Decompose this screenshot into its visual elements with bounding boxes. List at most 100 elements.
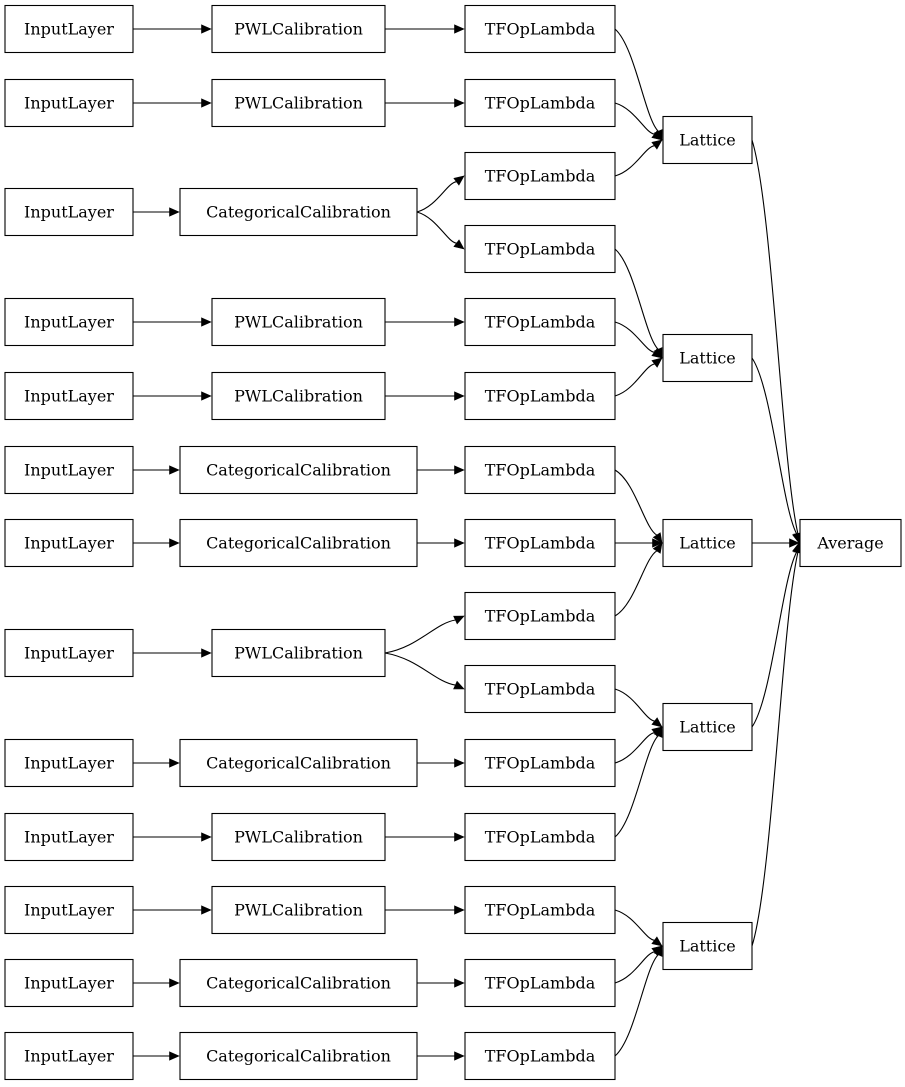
node-box-lam12[interactable] (464, 885, 616, 935)
node-box-lam10[interactable] (464, 738, 616, 788)
node-in4[interactable]: InputLayer (4, 371, 134, 421)
node-box-lam8[interactable] (464, 591, 616, 641)
node-box-cal4[interactable] (211, 371, 386, 421)
node-lam11[interactable]: TFOpLambda (464, 812, 616, 862)
node-box-lam1[interactable] (464, 78, 616, 128)
node-box-lat0[interactable] (662, 115, 753, 165)
node-lam13[interactable]: TFOpLambda (464, 958, 616, 1008)
node-box-cal6[interactable] (179, 518, 418, 568)
node-box-lat4[interactable] (662, 921, 753, 971)
node-box-lam9[interactable] (464, 664, 616, 714)
node-box-lam13[interactable] (464, 958, 616, 1008)
node-lam12[interactable]: TFOpLambda (464, 885, 616, 935)
node-cal3[interactable]: PWLCalibration (211, 297, 386, 347)
edge-in7-to-cal7 (133, 648, 212, 658)
node-label-lam14: TFOpLambda (485, 1047, 596, 1066)
node-lat4[interactable]: Lattice (662, 921, 753, 971)
node-in11[interactable]: InputLayer (4, 958, 134, 1008)
node-box-lam5[interactable] (464, 371, 616, 421)
node-box-lam0[interactable] (464, 4, 616, 54)
node-box-in3[interactable] (4, 297, 134, 347)
node-in0[interactable]: InputLayer (4, 4, 134, 54)
node-box-in11[interactable] (4, 958, 134, 1008)
node-box-lat2[interactable] (662, 518, 753, 568)
node-box-in1[interactable] (4, 78, 134, 128)
node-cal2[interactable]: CategoricalCalibration (179, 187, 418, 237)
node-box-cal7[interactable] (211, 628, 386, 678)
node-box-lam14[interactable] (464, 1031, 616, 1081)
node-cal7[interactable]: PWLCalibration (211, 628, 386, 678)
node-lam10[interactable]: TFOpLambda (464, 738, 616, 788)
node-box-cal1[interactable] (211, 78, 386, 128)
node-lam0[interactable]: TFOpLambda (464, 4, 616, 54)
node-box-lat3[interactable] (662, 702, 753, 752)
node-in5[interactable]: InputLayer (4, 445, 134, 495)
node-lat0[interactable]: Lattice (662, 115, 753, 165)
node-box-lam6[interactable] (464, 445, 616, 495)
node-cal4[interactable]: PWLCalibration (211, 371, 386, 421)
node-box-cal3[interactable] (211, 297, 386, 347)
node-in10[interactable]: InputLayer (4, 885, 134, 935)
node-box-cal11[interactable] (179, 958, 418, 1008)
node-box-in6[interactable] (4, 518, 134, 568)
node-box-cal5[interactable] (179, 445, 418, 495)
node-box-lat1[interactable] (662, 333, 753, 383)
node-in8[interactable]: InputLayer (4, 738, 134, 788)
node-in7[interactable]: InputLayer (4, 628, 134, 678)
node-box-cal2[interactable] (179, 187, 418, 237)
node-lam3[interactable]: TFOpLambda (464, 224, 616, 274)
node-cal10[interactable]: PWLCalibration (211, 885, 386, 935)
node-label-lam2: TFOpLambda (485, 167, 596, 186)
node-box-in10[interactable] (4, 885, 134, 935)
node-box-cal12[interactable] (179, 1031, 418, 1081)
node-lat1[interactable]: Lattice (662, 333, 753, 383)
node-lat2[interactable]: Lattice (662, 518, 753, 568)
node-box-cal10[interactable] (211, 885, 386, 935)
node-lam7[interactable]: TFOpLambda (464, 518, 616, 568)
node-cal11[interactable]: CategoricalCalibration (179, 958, 418, 1008)
node-lam14[interactable]: TFOpLambda (464, 1031, 616, 1081)
node-box-in12[interactable] (4, 1031, 134, 1081)
node-box-in9[interactable] (4, 812, 134, 862)
node-label-cal11: CategoricalCalibration (206, 974, 391, 993)
edge-lam3-to-lat1 (614, 248, 663, 359)
node-in9[interactable]: InputLayer (4, 812, 134, 862)
node-box-in2[interactable] (4, 187, 134, 237)
node-cal12[interactable]: CategoricalCalibration (179, 1031, 418, 1081)
node-in3[interactable]: InputLayer (4, 297, 134, 347)
node-lam5[interactable]: TFOpLambda (464, 371, 616, 421)
node-lat3[interactable]: Lattice (662, 702, 753, 752)
node-box-in8[interactable] (4, 738, 134, 788)
node-in2[interactable]: InputLayer (4, 187, 134, 237)
node-label-in12: InputLayer (24, 1047, 114, 1066)
node-cal1[interactable]: PWLCalibration (211, 78, 386, 128)
node-box-in5[interactable] (4, 445, 134, 495)
node-box-cal0[interactable] (211, 4, 386, 54)
node-box-lam11[interactable] (464, 812, 616, 862)
node-lam6[interactable]: TFOpLambda (464, 445, 616, 495)
node-box-cal9[interactable] (211, 812, 386, 862)
node-cal8[interactable]: CategoricalCalibration (179, 738, 418, 788)
node-lam4[interactable]: TFOpLambda (464, 297, 616, 347)
node-box-in4[interactable] (4, 371, 134, 421)
node-cal0[interactable]: PWLCalibration (211, 4, 386, 54)
node-box-avg[interactable] (799, 518, 902, 568)
node-lam2[interactable]: TFOpLambda (464, 151, 616, 201)
node-lam8[interactable]: TFOpLambda (464, 591, 616, 641)
node-box-lam4[interactable] (464, 297, 616, 347)
node-box-in7[interactable] (4, 628, 134, 678)
node-cal9[interactable]: PWLCalibration (211, 812, 386, 862)
node-lam9[interactable]: TFOpLambda (464, 664, 616, 714)
node-in1[interactable]: InputLayer (4, 78, 134, 128)
node-box-in0[interactable] (4, 4, 134, 54)
node-cal5[interactable]: CategoricalCalibration (179, 445, 418, 495)
node-in12[interactable]: InputLayer (4, 1031, 134, 1081)
node-box-lam2[interactable] (464, 151, 616, 201)
node-lam1[interactable]: TFOpLambda (464, 78, 616, 128)
node-cal6[interactable]: CategoricalCalibration (179, 518, 418, 568)
node-box-lam7[interactable] (464, 518, 616, 568)
node-in6[interactable]: InputLayer (4, 518, 134, 568)
node-box-cal8[interactable] (179, 738, 418, 788)
node-avg[interactable]: Average (799, 518, 902, 568)
node-box-lam3[interactable] (464, 224, 616, 274)
